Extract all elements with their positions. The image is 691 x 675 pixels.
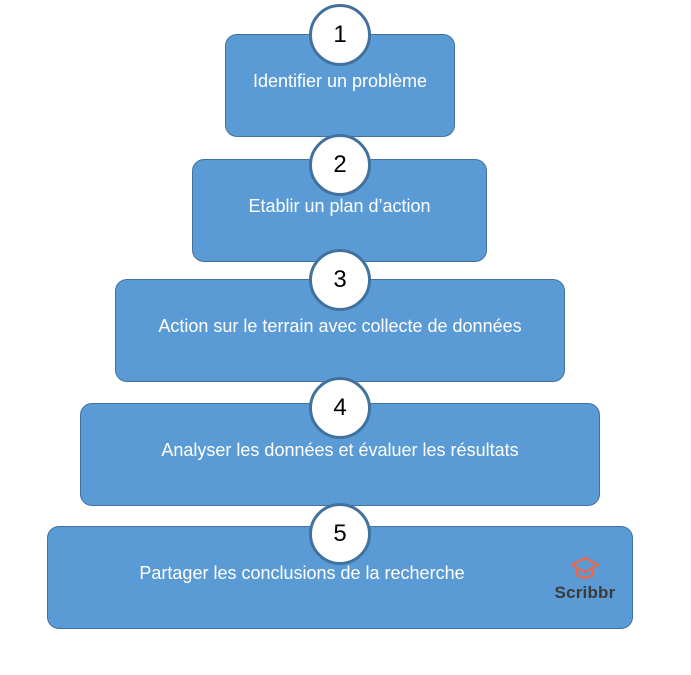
step-label-3: Action sur le terrain avec collecte de d…: [158, 316, 522, 336]
step-number-1: 1: [309, 4, 371, 66]
step-label-4: Analyser les données et évaluer les résu…: [161, 440, 519, 460]
scribbr-logo: Scribbr: [548, 556, 622, 606]
step-number-4: 4: [309, 377, 371, 439]
step-number-5: 5: [309, 503, 371, 565]
step-label-1: Identifier un problème: [252, 71, 428, 91]
step-number-2: 2: [309, 134, 371, 196]
step-label-2: Etablir un plan d’action: [248, 196, 431, 216]
graduation-cap-icon: [570, 556, 600, 579]
step-number-3: 3: [309, 249, 371, 311]
logo-text: Scribbr: [554, 583, 616, 602]
step-label-5: Partager les conclusions de la recherche: [139, 563, 465, 583]
